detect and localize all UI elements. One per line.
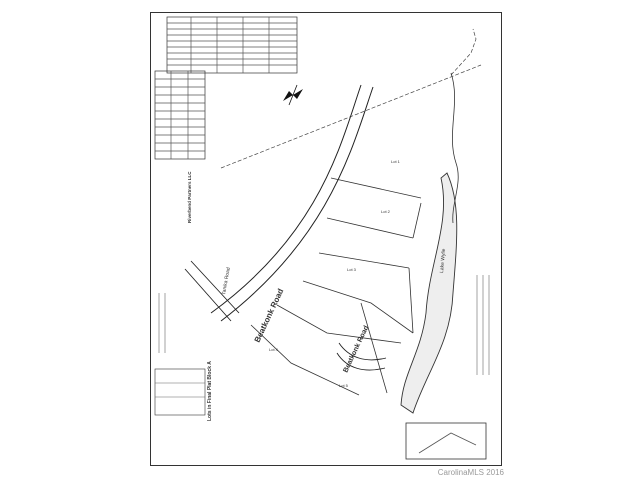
notes-block — [476, 275, 490, 375]
vicinity-map — [405, 422, 487, 460]
lake-shoreline — [400, 72, 459, 414]
side-road — [184, 260, 240, 322]
lot-lines — [250, 177, 422, 396]
cove-road — [336, 342, 387, 371]
watermark: CarolinaMLS 2016 — [437, 468, 504, 477]
lot-1-label: Lot 1 — [391, 159, 401, 164]
title-block — [154, 293, 206, 416]
boundary-lines — [220, 28, 482, 169]
plat-drawing-sheet: Beatkonk Road Beatkonk Road Tanika Road … — [150, 12, 502, 466]
lot-2-label: Lot 2 — [381, 209, 391, 214]
north-arrow-icon — [283, 84, 303, 106]
side-road-label: Tanika Road — [221, 267, 232, 296]
road-label-side: Beatkonk Road — [342, 325, 370, 374]
main-road — [210, 84, 374, 322]
lot-4-label: Lot 4 — [269, 347, 279, 352]
line-table-upper — [166, 16, 298, 74]
lake-label: Lake Wylie — [439, 248, 447, 273]
owner-label: Riverbend Partners LLC — [187, 171, 192, 223]
road-label-main: Beatkonk Road — [253, 287, 286, 344]
lot-5-label: Lot 5 — [339, 383, 349, 388]
lot-3-label: Lot 3 — [347, 267, 357, 272]
plat-title: Lots in Final Plat Block A — [207, 361, 213, 421]
plat-map: Beatkonk Road Beatkonk Road Tanika Road … — [154, 16, 490, 460]
line-table-lower — [154, 70, 206, 160]
